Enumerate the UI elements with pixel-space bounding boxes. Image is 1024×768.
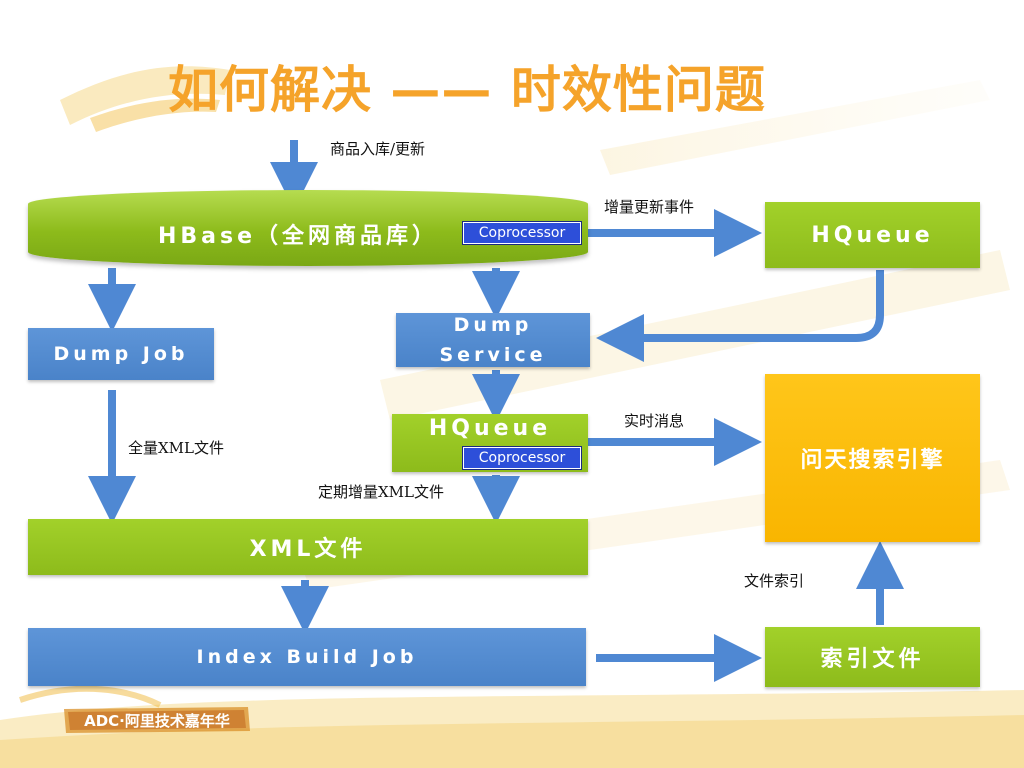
label-realtime-msg: 实时消息 [624,412,685,430]
label-full-xml: 全量XML文件 [128,439,224,457]
hqueue-top-node: HQueue [765,202,980,268]
dump-job-node: Dump Job [28,328,214,380]
logo-text: ADC·阿里技术嘉年华 [84,712,230,730]
index-files-node: 索引文件 [765,627,980,687]
xml-files-node: XML文件 [28,519,588,575]
coprocessor-badge-hbase: Coprocessor [463,222,581,244]
search-engine-node: 问天搜索引擎 [765,374,980,542]
label-incremental-event: 增量更新事件 [604,198,695,216]
hbase-label: HBase（全网商品库） [158,224,439,249]
dump-service-node: Dump Service [396,313,590,367]
label-product-update: 商品入库/更新 [330,140,426,158]
coprocessor-badge-hqueue: Coprocessor [463,447,581,469]
index-build-job-node: Index Build Job [28,628,586,686]
label-file-index: 文件索引 [744,572,805,590]
adc-logo: ADC·阿里技术嘉年华 [64,707,250,733]
label-periodic-xml: 定期增量XML文件 [318,483,444,501]
page-title: 如何解决 —— 时效性问题 [168,61,766,119]
arrow-hqueue-to-dumpservice [596,270,884,362]
